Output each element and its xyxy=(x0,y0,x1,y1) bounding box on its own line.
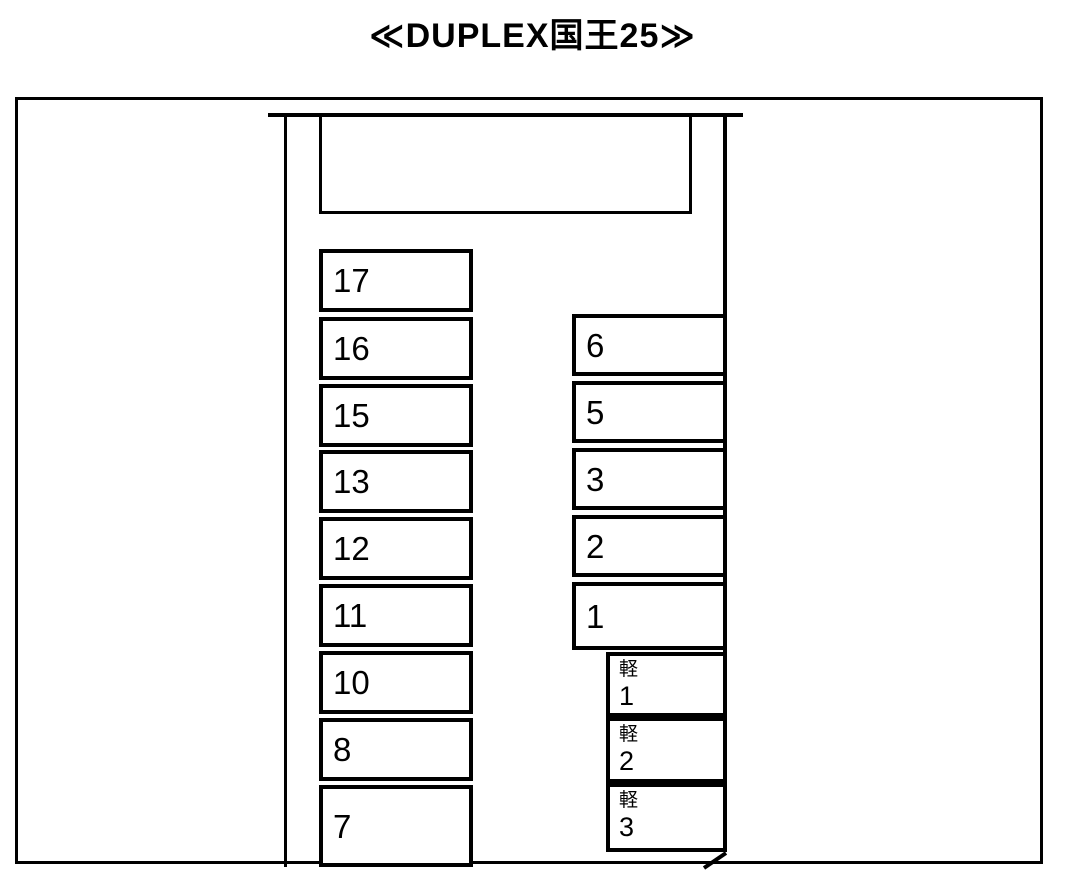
stall-number: 8 xyxy=(333,731,352,768)
stall-number: 3 xyxy=(619,812,635,842)
stall-number: 13 xyxy=(333,463,370,500)
left-lane-line xyxy=(284,113,287,867)
parking-stall: 12 xyxy=(319,517,473,580)
stall-number: 11 xyxy=(333,597,368,634)
kei-prefix-label: 軽 xyxy=(619,790,639,811)
parking-stall: 17 xyxy=(319,249,473,312)
parking-stall: 8 xyxy=(319,718,473,781)
stall-number: 1 xyxy=(586,597,605,635)
building-outline xyxy=(319,114,692,214)
parking-stall: 11 xyxy=(319,584,473,647)
stall-number: 15 xyxy=(333,397,370,434)
stall-number: 16 xyxy=(333,330,370,367)
parking-lot-boundary xyxy=(15,97,1043,864)
parking-stall: 1 xyxy=(572,582,727,650)
stall-number: 10 xyxy=(333,664,370,701)
kei-prefix-label: 軽 xyxy=(619,724,639,745)
parking-stall: 7 xyxy=(319,785,473,867)
parking-stall: 3 xyxy=(572,448,727,510)
page-title: ≪DUPLEX国王25≫ xyxy=(369,17,696,55)
parking-stall: 5 xyxy=(572,381,727,443)
stall-number: 6 xyxy=(586,326,605,364)
kei-prefix-label: 軽 xyxy=(619,659,639,680)
stall-number: 3 xyxy=(586,460,605,498)
stall-number: 7 xyxy=(333,807,352,845)
stall-number: 12 xyxy=(333,530,370,567)
stall-number: 1 xyxy=(619,681,635,711)
parking-stall-kei: 軽 1 xyxy=(606,652,727,717)
parking-stall: 10 xyxy=(319,651,473,714)
parking-stall-kei: 軽 2 xyxy=(606,717,727,783)
stall-number: 17 xyxy=(333,262,370,299)
ramp-diagonal-line xyxy=(702,851,728,870)
parking-stall: 15 xyxy=(319,384,473,447)
parking-stall: 2 xyxy=(572,515,727,577)
stall-number: 5 xyxy=(586,393,605,431)
parking-stall-kei: 軽 3 xyxy=(606,783,727,852)
stall-number: 2 xyxy=(619,746,635,776)
parking-stall: 13 xyxy=(319,450,473,513)
parking-stall: 16 xyxy=(319,317,473,380)
stall-number: 2 xyxy=(586,527,605,565)
parking-stall: 6 xyxy=(572,314,727,376)
